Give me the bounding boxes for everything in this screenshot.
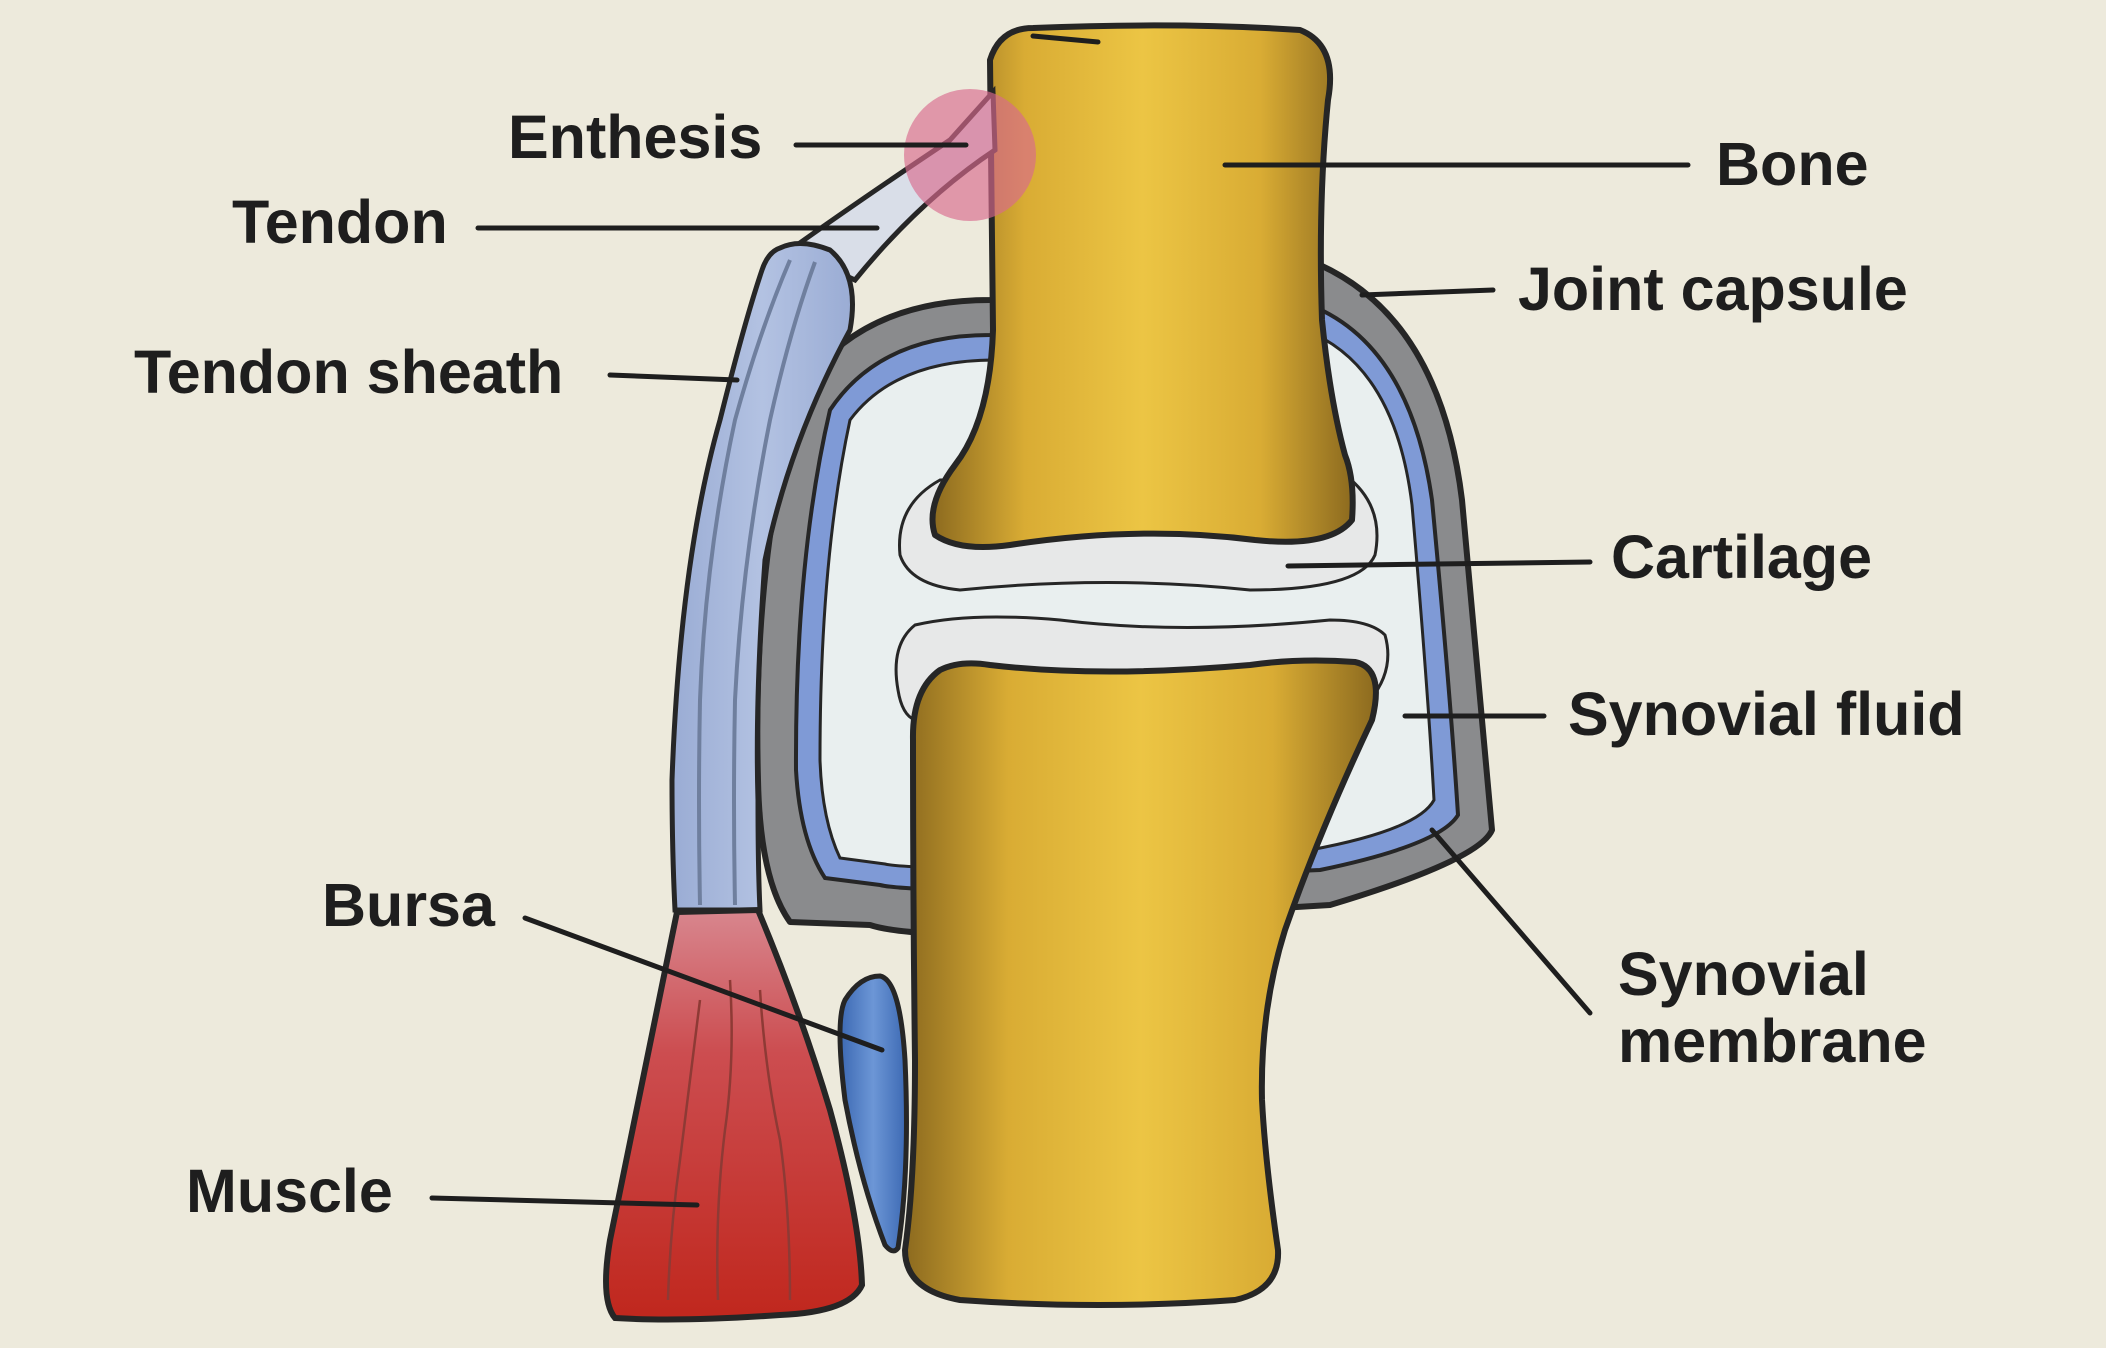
bone-top-line: [1030, 33, 1101, 45]
lower-bone-shape: [902, 657, 1379, 1308]
leader-tendon-sheath: [607, 372, 740, 383]
leader-synovial-membrane: [1429, 827, 1593, 1016]
tendon-sheath-shape: [669, 241, 855, 913]
bursa-shape: [837, 973, 909, 1254]
label-tendon: Tendon: [232, 188, 448, 256]
label-joint-capsule: Joint capsule: [1518, 255, 1908, 323]
muscle-shape: [603, 906, 866, 1323]
leader-cartilage: [1285, 559, 1593, 569]
tendon-fiber-2: [732, 261, 817, 906]
label-synovial-membrane-line1: Synovial: [1618, 940, 1869, 1008]
muscle-fiber-3: [758, 989, 792, 1301]
label-cartilage: Cartilage: [1611, 523, 1872, 591]
label-enthesis: Enthesis: [508, 103, 762, 171]
muscle-fiber-1: [666, 999, 702, 1301]
label-synovial-membrane-line2: membrane: [1618, 1007, 1927, 1075]
label-bursa: Bursa: [322, 871, 496, 939]
tendon-fiber-1: [697, 259, 792, 906]
label-muscle: Muscle: [186, 1157, 393, 1225]
leader-joint-capsule: [1359, 287, 1496, 298]
label-tendon-sheath: Tendon sheath: [134, 338, 563, 406]
label-synovial-fluid: Synovial fluid: [1568, 680, 1965, 748]
muscle-fiber-2: [716, 979, 733, 1301]
upper-bone-shape: [929, 22, 1356, 550]
leader-bursa: [522, 915, 885, 1053]
label-bone: Bone: [1716, 130, 1869, 198]
leader-muscle: [429, 1195, 700, 1208]
enthesis-highlight: [904, 89, 1036, 221]
